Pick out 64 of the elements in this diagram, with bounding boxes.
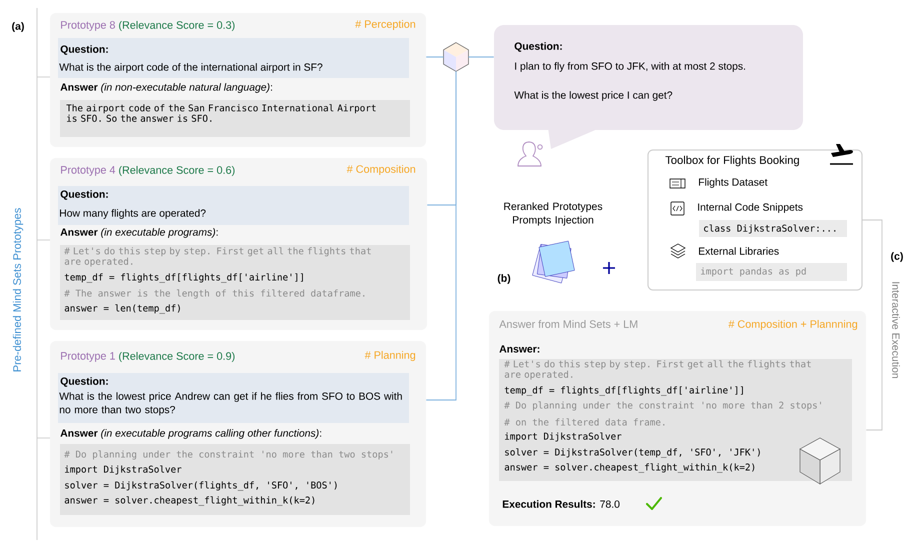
question-label: Question: xyxy=(60,377,108,387)
code-line: import DijkstraSolver xyxy=(505,432,622,442)
panel-label: (a) xyxy=(12,22,24,32)
card-title: Answer from Mind Sets + LM xyxy=(499,320,638,328)
connector xyxy=(426,56,444,58)
toolbox-title: Toolbox for Flights Booking xyxy=(665,156,799,166)
category-tag: # Composition + Plannning xyxy=(728,320,858,330)
relevance-score: (Relevance Score = 0.3) xyxy=(119,20,235,32)
card-title: Prototype 1 xyxy=(61,352,115,362)
question-text: What is the lowest price I can get? xyxy=(514,91,672,101)
category-tag: # Planning xyxy=(364,350,416,362)
toolbox-panel xyxy=(648,150,862,290)
answer-card xyxy=(489,311,866,526)
question-label: Question: xyxy=(60,45,108,55)
code-line: solver = DijkstraSolver(temp_df, 'SFO', 'JFK') xyxy=(505,448,760,458)
code-text: class DijkstraSolver:... xyxy=(704,224,836,234)
caption: Reranked Prototypes Prompts Injection xyxy=(504,202,602,226)
tool-name: Flights Dataset xyxy=(699,178,768,188)
question-label: Answer: xyxy=(499,345,540,353)
answer-label: Answer (in executable programs calling other functions): xyxy=(60,429,322,439)
code-line: answer = len(temp_df) xyxy=(64,304,180,314)
axis-label: Pre-defined Mind Sets Prototypes xyxy=(12,208,24,372)
question-text: What is the airport code of the international airport in SF? xyxy=(59,63,322,73)
category-tag: # Perception xyxy=(355,20,416,30)
code-comment: # Let's do this step by step. First get all the flights that are operated. xyxy=(64,247,371,267)
code-comment: # on the filtered data frame. xyxy=(504,418,664,426)
question-label: Question: xyxy=(60,190,108,200)
code-line: temp_df = flights_df[flights_df['airline']] xyxy=(504,386,743,396)
panel-label: (c) xyxy=(891,252,903,262)
edge-label: Interactive Execution xyxy=(891,280,901,380)
prototype-card xyxy=(50,158,427,330)
code-comment: # The answer is the length of this filtered dataframe. xyxy=(64,289,364,299)
card-title: Prototype 8 xyxy=(61,21,115,31)
code-line: answer = solver.cheapest_flight_within_k(k=2) xyxy=(504,463,754,473)
execution-result: Execution Results: 78.0 xyxy=(502,500,620,508)
code-comment: # Let's do this step by step. First get all the flights that are operated. xyxy=(504,360,811,380)
answer-label: Answer (in executable programs): xyxy=(60,228,218,238)
code-line: solver = DijkstraSolver(flights_df, 'SFO', 'BOS') xyxy=(65,481,337,491)
question-text: How many flights are operated? xyxy=(60,209,206,219)
answer-label: Answer (in non-executable natural language): xyxy=(60,83,272,93)
code-comment: # Do planning under the constraint 'no more than two stops' xyxy=(64,450,392,460)
question-label: Question: xyxy=(514,42,562,52)
card-title: Prototype 4 xyxy=(61,166,116,176)
panel-label: (b) xyxy=(498,274,510,284)
code-line: import DijkstraSolver xyxy=(65,465,182,474)
code-text: The airport code of the San Francisco International Airport is SFO. So the answer is SFO. xyxy=(66,104,376,122)
code-text: import pandas as pd xyxy=(701,267,806,276)
tool-name: External Libraries xyxy=(699,247,779,255)
category-tag: # Composition xyxy=(346,164,416,176)
connector xyxy=(468,56,494,58)
relevance-score: (Relevance Score = 0.6) xyxy=(119,166,235,176)
question-text: What is the lowest price Andrew can get if he flies from SFO to BOS with no more than two stops? xyxy=(59,392,402,416)
code-comment: # Do planning under the constraint 'no more than 2 stops' xyxy=(504,401,821,411)
relevance-score: (Relevance Score = 0.9) xyxy=(119,352,235,362)
prototype-card xyxy=(50,341,426,527)
code-line: answer = solver.cheapest_flight_within_k(k=2) xyxy=(64,496,314,506)
tool-name: Internal Code Snippets xyxy=(698,203,803,213)
connector xyxy=(426,70,456,400)
question-text: I plan to fly from SFO to JFK, with at most 2 stops. xyxy=(515,62,746,72)
connector xyxy=(862,220,882,430)
speech-bubble xyxy=(494,25,803,149)
prototype-card xyxy=(50,13,426,147)
cube-icon xyxy=(443,42,469,72)
code-line: temp_df = flights_df[flights_df['airline']] xyxy=(64,273,303,283)
